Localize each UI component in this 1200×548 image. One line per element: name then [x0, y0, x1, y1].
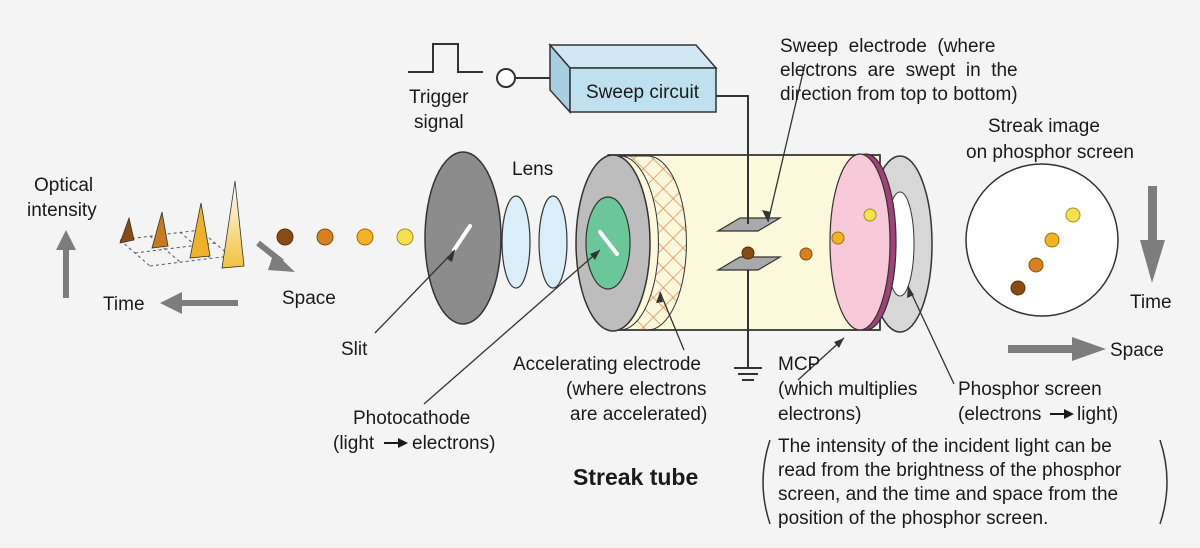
- trigger-label-2: signal: [414, 112, 464, 133]
- photocathode-arrow-icon: [384, 438, 408, 448]
- space-left-arrow: [256, 240, 295, 272]
- photon-dot-4: [396, 228, 414, 246]
- photon-dot-3: [356, 228, 374, 246]
- trigger-pulse-icon: [408, 43, 483, 73]
- pulse-grid: [119, 229, 231, 267]
- accel-label-2: (where electrons: [566, 379, 706, 400]
- note-line-3: screen, and the time and space from the: [778, 484, 1118, 505]
- sweep-wire: [716, 95, 762, 381]
- leader-arrowhead-phosphor: [907, 286, 914, 298]
- mcp-label-3: electrons): [778, 404, 861, 425]
- trigger-connector: [496, 68, 516, 88]
- accel-label-3: are accelerated): [570, 404, 707, 425]
- mcp-plate: [829, 153, 891, 331]
- leader-lines: [374, 63, 955, 405]
- streak-dot-3: [1044, 232, 1060, 248]
- space-right-label: Space: [1110, 340, 1164, 361]
- leader-arrowhead-accel: [656, 292, 663, 303]
- photocathode-label-1: Photocathode: [353, 408, 470, 429]
- note-line-4: position of the phosphor screen.: [778, 508, 1048, 529]
- photon-dot-2: [316, 228, 334, 246]
- sweep-electrode-label-2: electrons are swept in the: [780, 60, 1018, 81]
- lens-1: [501, 195, 531, 289]
- time-left-arrow: [160, 292, 238, 314]
- photon-dot-1: [276, 228, 294, 246]
- time-right-label: Time: [1130, 292, 1172, 313]
- mcp-label-2: (which multiplies: [778, 379, 917, 400]
- optical-intensity-axis-arrow: [56, 230, 76, 298]
- streak-dot-4: [1065, 207, 1081, 223]
- photocathode-slit-image: [598, 230, 619, 256]
- sweep-electrode-bottom: [715, 256, 783, 271]
- pulse-peaks: [119, 180, 245, 269]
- electron-dot-mid: [799, 247, 813, 261]
- note-line-1: The intensity of the incident light can …: [778, 436, 1112, 457]
- leader-arrowhead-slit: [446, 250, 455, 262]
- slit-label: Slit: [341, 339, 368, 360]
- phosphor-label-1: Phosphor screen: [958, 379, 1102, 400]
- optical-intensity-label-1: Optical: [34, 175, 93, 196]
- accel-label-1: Accelerating electrode: [513, 354, 701, 375]
- slit: [452, 224, 472, 252]
- time-right-arrow: [1140, 186, 1165, 283]
- sweep-electrode-label-1: Sweep electrode (where: [780, 36, 995, 57]
- optical-intensity-label-2: intensity: [27, 200, 97, 221]
- phosphor-label-2b: light): [1077, 404, 1118, 425]
- photocathode-label-2b: electrons): [412, 433, 495, 454]
- sweep-electrode-top: [715, 217, 783, 232]
- streak-dot-1: [1010, 280, 1026, 296]
- photocathode-label-2a: (light: [333, 433, 375, 454]
- leader-arrowhead-photocathode: [590, 250, 600, 260]
- sweep-circuit-box: [548, 42, 718, 114]
- note-bracket-right: [1159, 439, 1168, 525]
- streak-image-screen: [965, 163, 1119, 317]
- streak-image-label-2: on phosphor screen: [966, 142, 1134, 163]
- note-line-2: read from the brightness of the phosphor: [778, 460, 1122, 481]
- mcp-label-1: MCP: [778, 354, 820, 375]
- leader-arrowhead-mcp: [834, 338, 844, 348]
- sweep-electrode-label-3: direction from top to bottom): [780, 84, 1018, 105]
- sweep-circuit-label: Sweep circuit: [586, 82, 700, 103]
- lens-label: Lens: [512, 159, 553, 180]
- streak-image-label-1: Streak image: [988, 116, 1100, 137]
- streak-tube-title: Streak tube: [573, 464, 698, 490]
- space-right-arrow: [1008, 337, 1106, 361]
- time-left-label: Time: [103, 294, 145, 315]
- lens-2: [538, 195, 568, 289]
- space-left-label: Space: [282, 288, 336, 309]
- streak-dot-2: [1028, 257, 1044, 273]
- phosphor-arrow-icon: [1050, 409, 1074, 419]
- accelerating-electrode-mesh: [619, 155, 687, 331]
- note-bracket-left: [762, 439, 771, 525]
- trigger-label-1: Trigger: [409, 87, 469, 108]
- phosphor-label-2a: (electrons: [958, 404, 1041, 425]
- electron-dot-center: [741, 246, 755, 260]
- leader-arrowhead-sweep: [762, 210, 771, 222]
